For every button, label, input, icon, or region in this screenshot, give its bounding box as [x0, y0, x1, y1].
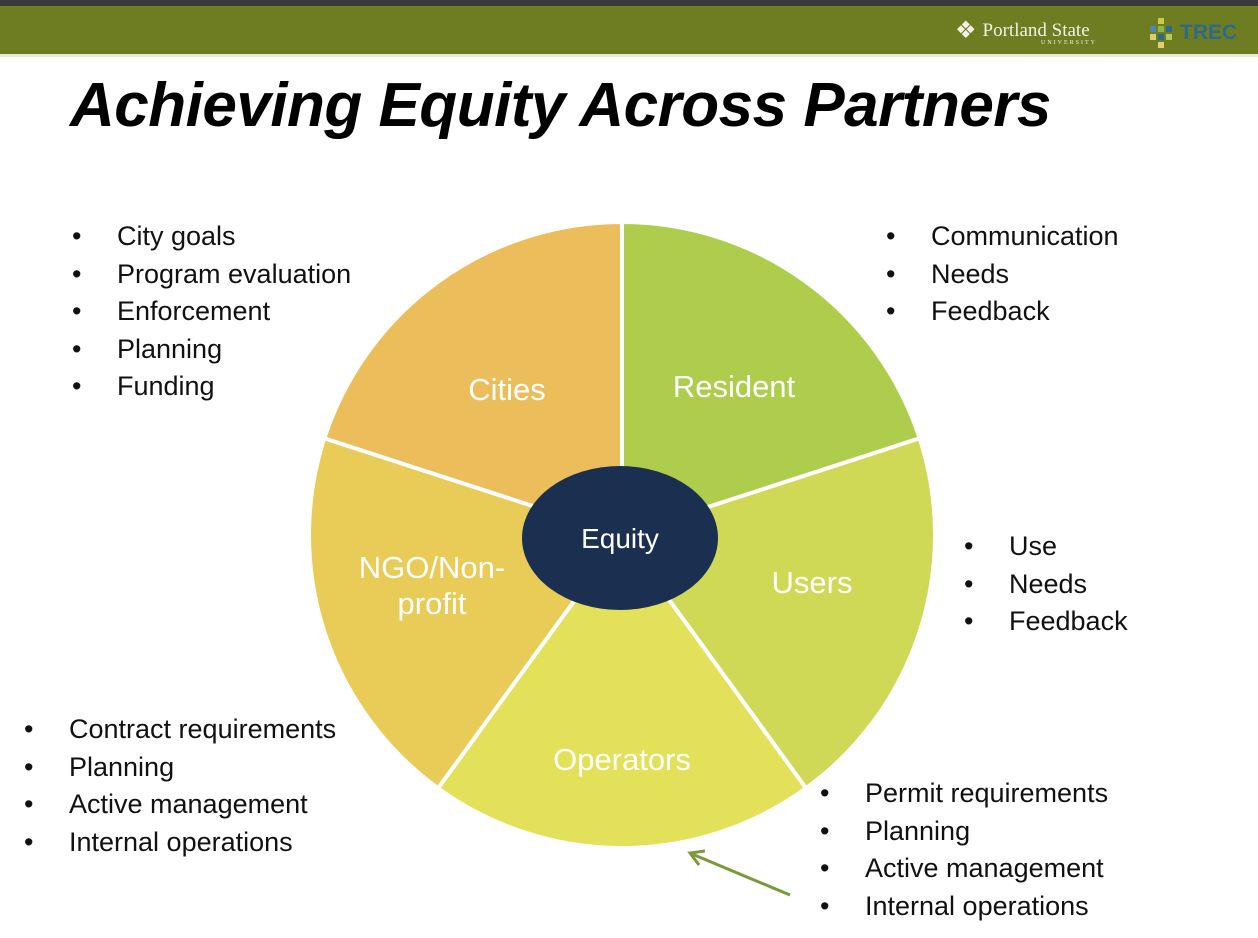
segment-resident: [620, 219, 923, 538]
segment-label-cities: Cities: [468, 372, 546, 407]
list-item: Internal operations: [24, 824, 336, 862]
list-item: Planning: [820, 813, 1108, 851]
list-item: Active management: [820, 850, 1108, 888]
top-strip: [0, 0, 1258, 6]
list-item: Feedback: [964, 603, 1128, 641]
segment-label-ngo-line1: NGO/Non-: [359, 550, 505, 585]
list-item: City goals: [72, 218, 351, 256]
resident-list: Communication Needs Feedback: [886, 218, 1119, 331]
slide-title: Achieving Equity Across Partners: [70, 71, 1051, 140]
segment-label-operators: Operators: [553, 742, 691, 777]
list-item: Communication: [886, 218, 1119, 256]
list-item: Internal operations: [820, 888, 1108, 926]
psu-logo-text: Portland State: [982, 19, 1090, 41]
equity-label: Equity: [581, 523, 659, 554]
users-list: Use Needs Feedback: [964, 528, 1128, 641]
equity-center: [522, 466, 718, 610]
header-bar: ❖ Portland State UNIVERSITY TREC: [0, 6, 1258, 57]
list-item: Contract requirements: [24, 711, 336, 749]
ngo-list: Contract requirements Planning Active ma…: [24, 711, 336, 861]
trec-logo-text: TREC: [1180, 21, 1238, 44]
segment-label-ngo-line2: profit: [398, 586, 467, 621]
list-item: Program evaluation: [72, 256, 351, 294]
trec-logo: TREC: [1148, 16, 1237, 50]
operators-list: Permit requirements Planning Active mana…: [820, 775, 1108, 925]
list-item: Planning: [72, 331, 351, 369]
psu-emblem-icon: ❖: [955, 18, 977, 44]
list-item: Use: [964, 528, 1128, 566]
arrow-to-operators: [687, 849, 791, 897]
psu-logo-sub: UNIVERSITY: [1041, 40, 1097, 46]
list-item: Permit requirements: [820, 775, 1108, 813]
cities-list: City goals Program evaluation Enforcemen…: [72, 218, 351, 406]
list-item: Active management: [24, 786, 336, 824]
segment-operators: [435, 531, 809, 850]
segment-label-resident: Resident: [673, 369, 796, 404]
list-item: Funding: [72, 368, 351, 406]
list-item: Feedback: [886, 293, 1119, 331]
trec-grid-icon: [1150, 18, 1172, 48]
list-item: Enforcement: [72, 293, 351, 331]
list-item: Planning: [24, 749, 336, 787]
list-item: Needs: [964, 566, 1128, 604]
list-item: Needs: [886, 256, 1119, 294]
portland-state-logo: ❖ Portland State UNIVERSITY: [955, 16, 1095, 46]
segment-label-users: Users: [772, 565, 853, 600]
